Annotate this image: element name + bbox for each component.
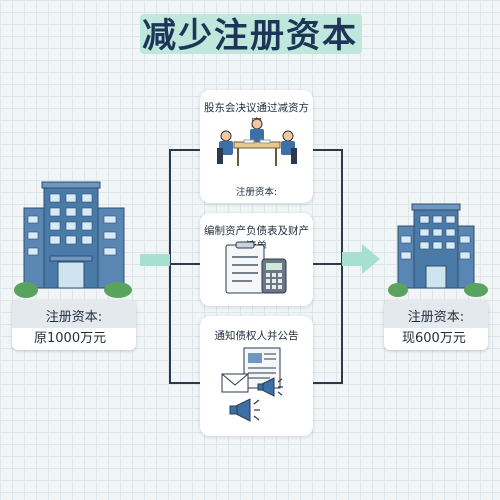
- shareholder-meeting-icon: [217, 118, 297, 166]
- step-card-notice: 通知债权人并公告: [200, 316, 313, 436]
- original-capital-value: 原1000万元: [12, 328, 136, 350]
- newspaper-envelope-megaphone-icon: [221, 347, 283, 422]
- page-title: 减少注册资本: [142, 16, 358, 56]
- capital-label: 注册资本:: [45, 310, 103, 325]
- left-bracket: [169, 149, 200, 384]
- right-bracket: [313, 149, 343, 384]
- new-capital-value: 现600万元: [384, 328, 488, 350]
- capital-label: 注册资本:: [407, 310, 465, 325]
- step-title: 通知债权人并公告: [214, 330, 299, 342]
- right-building-icon: [388, 203, 488, 297]
- step-card-resolution: 股东会决议通过减资方案 注册资本:: [200, 90, 313, 203]
- step-card-balance-sheet: 编制资产负债表及财产清单: [200, 213, 313, 306]
- connector-lines: [169, 149, 343, 384]
- title-highlight: [140, 14, 362, 54]
- left-building-icon: [14, 181, 132, 298]
- input-arrow: [140, 254, 170, 266]
- original-capital-label: 注册资本: 原1000万元: [12, 300, 136, 350]
- balance-sheet-calculator-icon: [225, 241, 287, 294]
- title-area: 减少注册资本: [0, 0, 500, 70]
- step-note: 注册资本:: [235, 187, 278, 198]
- new-capital-label: 注册资本: 现600万元: [384, 300, 488, 350]
- output-arrow: [342, 244, 380, 274]
